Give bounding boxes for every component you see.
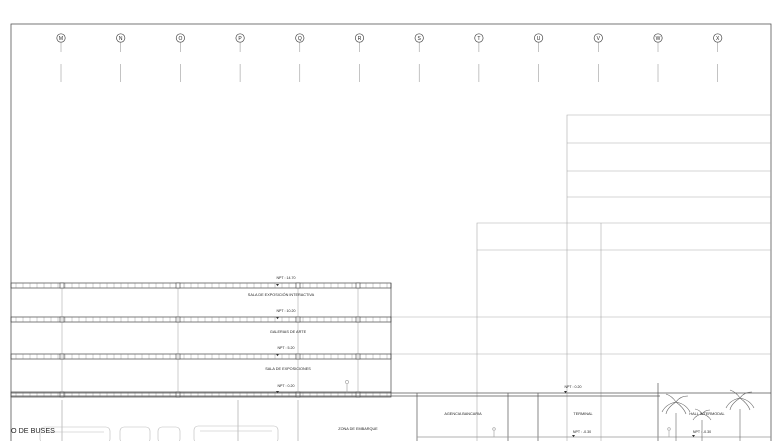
palm-trees [661, 389, 755, 441]
grid-axis-label: S [418, 36, 422, 42]
human-figures [345, 380, 671, 437]
grid-axis-label: X [716, 36, 720, 42]
grid-axis-p: P [235, 33, 245, 82]
grid-axis-label: U [537, 36, 541, 42]
grid-axis-label: V [597, 36, 601, 42]
level-npt-5-20: NPT : 5.20 [277, 346, 294, 350]
grid-axis-label: W [656, 36, 661, 42]
floor-slabs [10, 282, 392, 398]
room-sala-exposiciones: SALA DE EXPOSICIONES [265, 367, 311, 371]
left-room-label: O DE BUSES [11, 426, 55, 435]
level-labels: NPT : 14.70 SALA DE EXPOSICIÓN INTERACTI… [248, 276, 315, 388]
room-hall-intermodal: HALL INTERMODAL [689, 412, 724, 416]
grid-axis-u: U [534, 33, 544, 82]
grid-axis-v: V [593, 33, 603, 82]
grid-axis-w: W [653, 33, 663, 82]
slab [10, 316, 392, 323]
drawing-frame [10, 23, 772, 441]
level-npt-hall: NPT : -0.30 [693, 430, 711, 434]
grid-axis-label: O [178, 36, 182, 42]
room-galerias-arte: GALERIAS DE ARTE [270, 330, 307, 334]
grid-axis-s: S [414, 33, 424, 82]
grid-axis-t: T [474, 33, 484, 82]
grid-axis-o: O [175, 33, 185, 82]
grid-axis-label: T [477, 36, 480, 42]
tower-volume [390, 114, 771, 441]
grid-axis-r: R [354, 33, 365, 82]
level-npt-terminal: NPT : -0.30 [573, 430, 591, 434]
bus-silhouettes [39, 425, 279, 441]
grid-axis-n: N [116, 33, 126, 82]
grid-axis-label: P [238, 36, 242, 42]
grid-axis-m: M [56, 33, 66, 82]
slab [10, 353, 392, 360]
level-npt-10-20: NPT : 10.20 [276, 309, 295, 313]
grid-axis-label: N [119, 36, 123, 42]
grid-axis-q: Q [295, 33, 305, 82]
grid-axis-x: X [713, 33, 723, 82]
level-npt-0-20: NPT : 0.20 [277, 384, 294, 388]
grid-axis-label: R [358, 36, 362, 42]
grid-axes: M N O P Q R S T U V W X [56, 33, 723, 82]
grid-axis-label: M [59, 36, 63, 42]
room-terminal: TERMINAL [573, 412, 592, 416]
room-sala-interactiva: SALA DE EXPOSICIÓN INTERACTIVA [248, 292, 315, 297]
level-npt-terminal-top: NPT : 0.20 [564, 385, 581, 389]
level-npt-14-70: NPT : 14.70 [276, 276, 295, 280]
ground-floor [11, 383, 771, 441]
level-markers [276, 284, 695, 438]
slab [10, 282, 392, 289]
grid-axis-label: Q [298, 36, 302, 42]
room-zona-embarque: ZONA DE EMBARQUE [338, 427, 378, 431]
room-agencia-bancaria: AGENCIA BANCARIA [444, 412, 482, 416]
